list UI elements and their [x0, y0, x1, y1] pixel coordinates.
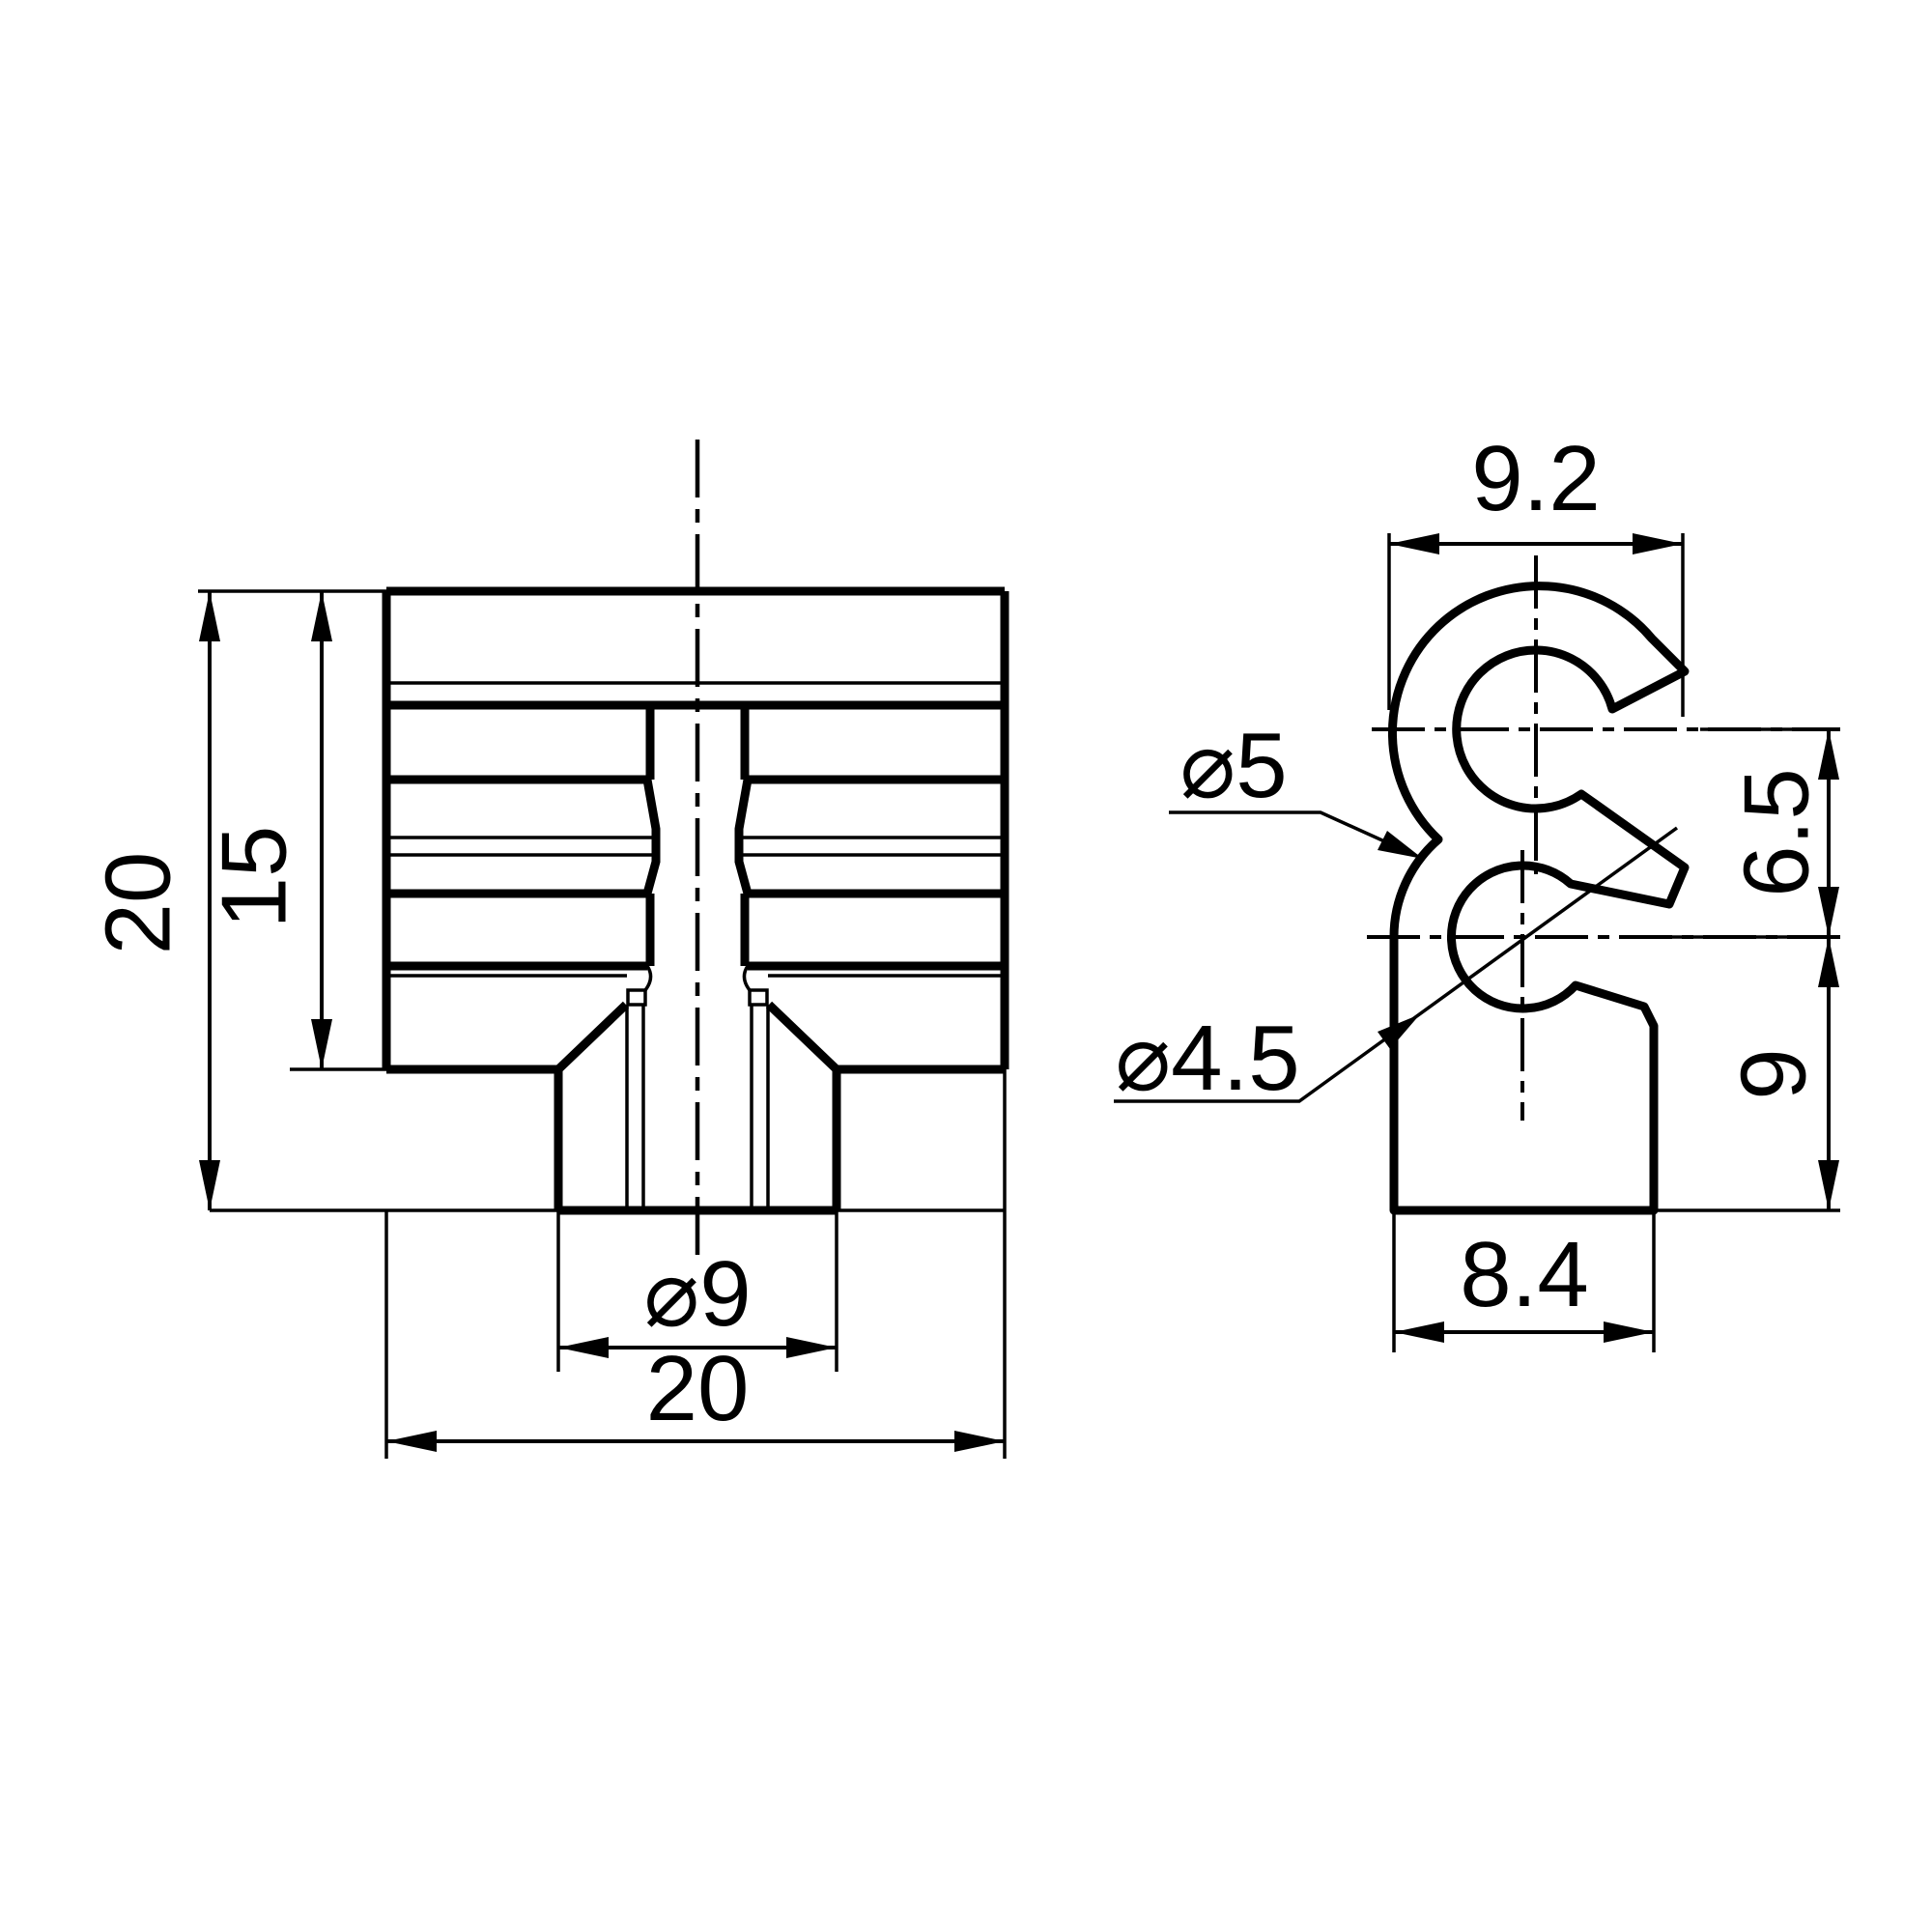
dim-front-height-total — [198, 589, 558, 1212]
leader-line — [1114, 826, 1679, 1103]
arrowhead-left — [386, 1431, 437, 1452]
profile-top-centerlines — [1372, 555, 1840, 874]
dim-profile-lower-height-label: 9 — [1721, 1048, 1825, 1099]
dim-front-bore-label: ⌀9 — [643, 1242, 751, 1346]
arrowhead-right — [1633, 533, 1683, 554]
arrowhead-down — [1818, 1160, 1839, 1210]
profile-outline — [1387, 582, 1690, 1215]
arrowhead-right — [1604, 1321, 1654, 1343]
arrowhead-right — [954, 1431, 1005, 1452]
leader-hole-top-label: ⌀5 — [1179, 714, 1287, 817]
profile-clip-view — [1114, 533, 1840, 1352]
arrowhead-right — [786, 1337, 837, 1358]
dim-front-height-upper-label: 15 — [202, 826, 305, 929]
dim-profile-center-offset — [1666, 727, 1840, 939]
dim-profile-width-top — [1387, 533, 1685, 717]
arrowhead-down — [311, 1019, 332, 1069]
arrowhead-down — [1818, 887, 1839, 937]
dim-profile-stem-width — [1392, 1210, 1656, 1352]
front-view-detail-lines — [386, 681, 1005, 1210]
leader-hole-bottom-label: ⌀4.5 — [1115, 1007, 1299, 1110]
leader-arrowhead — [1378, 1014, 1420, 1049]
dim-front-height-upper — [290, 591, 386, 1071]
dim-profile-stem-width-label: 8.4 — [1460, 1223, 1588, 1326]
dim-profile-lower-height — [1654, 937, 1840, 1212]
front-section-view — [198, 440, 1009, 1459]
dim-front-height-total-label: 20 — [86, 852, 189, 955]
dim-front-width-total — [384, 1069, 1007, 1459]
arrowhead-down — [199, 1160, 220, 1210]
leader-hole-top — [1169, 810, 1424, 861]
profile-bottom-centerlines — [1367, 850, 1840, 1121]
dim-profile-center-offset-label: 6.5 — [1724, 768, 1828, 896]
leader-arrowhead — [1378, 831, 1423, 859]
arrowhead-left — [1389, 533, 1439, 554]
arrowhead-up — [199, 591, 220, 641]
dim-front-width-total-label: 20 — [646, 1337, 750, 1440]
front-view-outline — [382, 586, 1009, 1215]
leader-hole-bottom — [1114, 826, 1679, 1103]
arrowhead-up — [1818, 937, 1839, 987]
arrowhead-left — [1394, 1321, 1444, 1343]
dimension-texts: 20 15 ⌀9 20 9.2 ⌀5 ⌀4.5 6.5 9 8.4 — [86, 427, 1828, 1440]
arrowhead-left — [558, 1337, 609, 1358]
arrowhead-up — [1818, 729, 1839, 780]
arrowhead-up — [311, 591, 332, 641]
dim-profile-width-top-label: 9.2 — [1471, 427, 1600, 530]
dim-front-bore — [556, 1210, 838, 1372]
